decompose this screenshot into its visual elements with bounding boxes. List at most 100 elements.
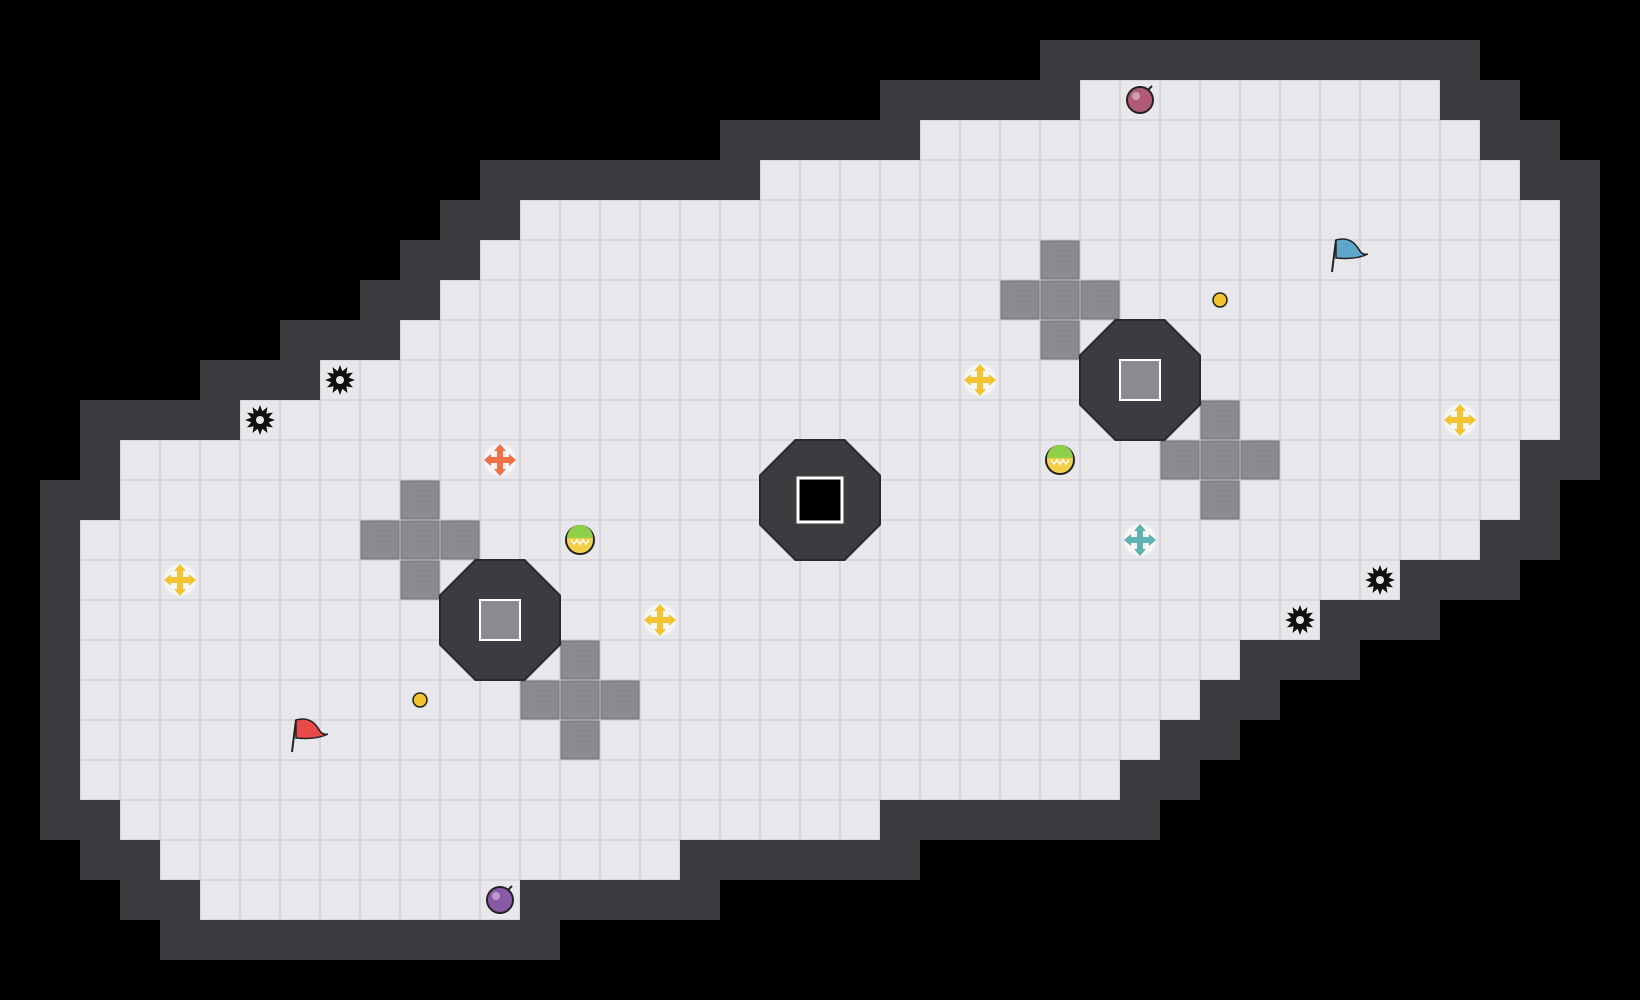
floor-tile	[80, 720, 120, 760]
floor-tile	[920, 160, 960, 200]
floor-tile	[360, 840, 400, 880]
wall-tile	[320, 920, 360, 960]
floor-tile	[640, 400, 680, 440]
floor-tile	[200, 560, 240, 600]
floor-tile	[760, 760, 800, 800]
boost-arrow	[989, 374, 996, 386]
floor-tile	[440, 680, 480, 720]
pillar-grate	[1119, 359, 1161, 401]
floor-tile	[640, 840, 680, 880]
boost-arrow	[509, 454, 516, 466]
floor-tile	[360, 360, 400, 400]
floor-tile	[680, 400, 720, 440]
floor-tile	[560, 440, 600, 480]
floor-tile	[320, 680, 360, 720]
floor-tile	[1320, 280, 1360, 320]
floor-tile	[1160, 240, 1200, 280]
floor-tile	[880, 480, 920, 520]
wall-tile	[80, 840, 120, 880]
spike-center	[1376, 576, 1384, 584]
wall-tile	[40, 600, 80, 640]
floor-tile	[1360, 480, 1400, 520]
floor-tile	[400, 640, 440, 680]
floor-tile	[1320, 440, 1360, 480]
floor-tile	[1360, 240, 1400, 280]
floor-tile	[520, 840, 560, 880]
floor-tile	[920, 600, 960, 640]
floor-tile	[1040, 560, 1080, 600]
floor-tile	[1040, 480, 1080, 520]
floor-tile	[1000, 560, 1040, 600]
floor-tile	[280, 760, 320, 800]
floor-tile	[920, 240, 960, 280]
wall-tile	[680, 840, 720, 880]
floor-tile	[1280, 400, 1320, 440]
wall-tile	[640, 880, 680, 920]
wall-tile	[560, 880, 600, 920]
floor-tile	[280, 640, 320, 680]
wall-tile	[280, 920, 320, 960]
wall-tile	[1560, 320, 1600, 360]
wall-tile	[360, 280, 400, 320]
floor-tile	[1160, 200, 1200, 240]
token	[1212, 292, 1228, 308]
wall-tile	[1240, 40, 1280, 80]
wall-tile	[1080, 800, 1120, 840]
floor-tile	[1160, 480, 1200, 520]
floor-tile	[800, 800, 840, 840]
wall-tile	[1040, 800, 1080, 840]
wall-layer	[40, 40, 1600, 960]
floor-tile	[760, 720, 800, 760]
wall-tile	[1480, 520, 1520, 560]
powerup-top	[567, 525, 593, 538]
floor-tile	[1080, 200, 1120, 240]
wall-tile	[1160, 40, 1200, 80]
floor-tile	[680, 280, 720, 320]
floor-tile	[680, 480, 720, 520]
floor-tile	[1200, 360, 1240, 400]
floor-tile	[1000, 480, 1040, 520]
wall-tile	[1120, 760, 1160, 800]
floor-tile	[680, 240, 720, 280]
boost-arrow	[1469, 414, 1476, 426]
floor-tile	[600, 480, 640, 520]
floor-tile	[400, 840, 440, 880]
wall-tile	[40, 800, 80, 840]
floor-tile	[800, 560, 840, 600]
floor-tile	[960, 160, 1000, 200]
floor-tile	[1200, 80, 1240, 120]
floor-tile	[840, 760, 880, 800]
wall-tile	[480, 920, 520, 960]
floor-tile	[600, 520, 640, 560]
wall-tile	[1480, 80, 1520, 120]
floor-tile	[720, 280, 760, 320]
floor-tile	[1160, 560, 1200, 600]
floor-tile	[1240, 520, 1280, 560]
floor-tile	[1120, 280, 1160, 320]
wall-tile	[1520, 440, 1560, 480]
floor-tile	[400, 320, 440, 360]
floor-tile	[1120, 120, 1160, 160]
floor-tile	[120, 760, 160, 800]
wall-tile	[1320, 640, 1360, 680]
floor-tile	[640, 360, 680, 400]
floor-tile	[600, 800, 640, 840]
boost-arrow	[1134, 524, 1146, 531]
floor-tile	[400, 800, 440, 840]
grate-tile	[440, 520, 480, 560]
grate-tile	[560, 640, 600, 680]
floor-tile	[800, 400, 840, 440]
boost-arrow	[1124, 534, 1131, 546]
floor-tile	[1360, 440, 1400, 480]
floor-tile	[1360, 200, 1400, 240]
wall-tile	[760, 840, 800, 880]
floor-tile	[480, 480, 520, 520]
wall-tile	[1040, 80, 1080, 120]
floor-tile	[240, 760, 280, 800]
floor-tile	[1320, 360, 1360, 400]
floor-tile	[920, 640, 960, 680]
floor-tile	[200, 520, 240, 560]
floor-tile	[760, 360, 800, 400]
wall-tile	[1360, 40, 1400, 80]
floor-tile	[520, 360, 560, 400]
